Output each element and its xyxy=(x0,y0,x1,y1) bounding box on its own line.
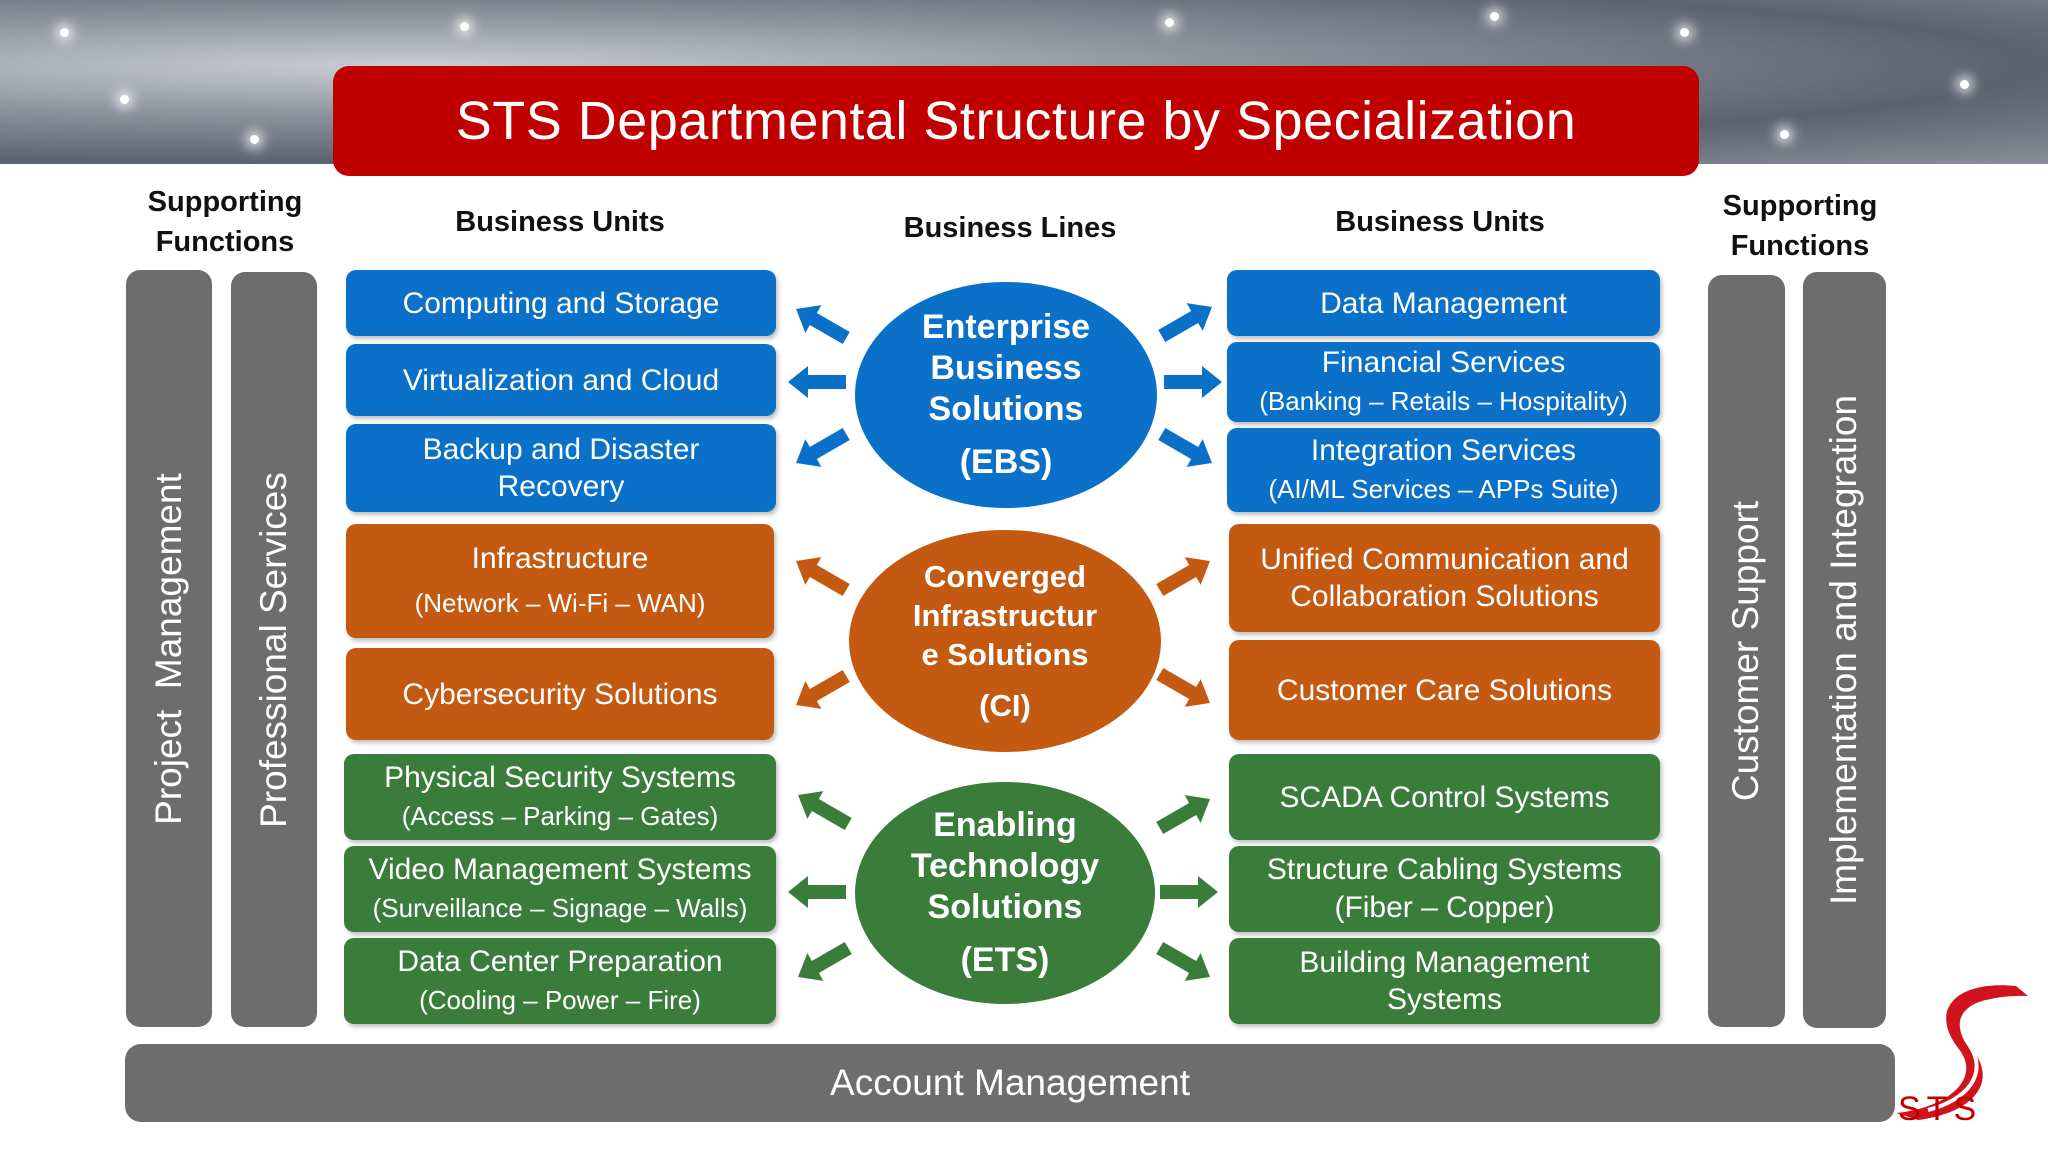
arrow-icon xyxy=(1160,876,1218,908)
arrow-icon xyxy=(1153,293,1220,350)
arrow-icon xyxy=(788,366,846,398)
unit-label: Structure Cabling Systems xyxy=(1266,852,1623,886)
unit-sublabel: (Cooling – Power – Fire) xyxy=(419,984,701,1015)
unit-label: Building Management Systems xyxy=(1299,946,1590,1016)
business-line-abbr: (EBS) xyxy=(959,443,1053,481)
unit-sublabel: (Access – Parking – Gates) xyxy=(401,800,719,831)
unit-label: Unified Communication and Collaboration … xyxy=(1260,543,1629,613)
unit-sublabel: (Surveillance – Signage – Walls) xyxy=(372,892,748,923)
unit-integration-services: Integration Services (AI/ML Services – A… xyxy=(1227,428,1660,512)
account-management-label: Account Management xyxy=(830,1062,1190,1103)
unit-financial-services: Financial Services (Banking – Retails – … xyxy=(1227,342,1660,422)
unit-sublabel: (AI/ML Services – APPs Suite) xyxy=(1268,473,1619,504)
network-node xyxy=(1680,28,1689,37)
unit-label: Integration Services xyxy=(1310,433,1577,467)
page-title: STS Departmental Structure by Specializa… xyxy=(333,66,1699,176)
unit-label: Financial Services xyxy=(1321,345,1566,379)
header-supporting-left: Supporting Functions xyxy=(147,186,303,258)
sts-logo-icon xyxy=(1896,985,2028,1120)
unit-label: Customer Care Solutions xyxy=(1276,673,1613,707)
support-bar-implementation-integration: Implementation and Integration xyxy=(1803,272,1886,1028)
support-bar-professional-services: Professional Services xyxy=(231,272,317,1027)
business-line-ci: Converged Infrastructur e Solutions (CI) xyxy=(849,530,1161,752)
unit-label: Video Management Systems xyxy=(368,852,752,886)
arrow-icon xyxy=(1151,660,1218,717)
unit-scada-control: SCADA Control Systems xyxy=(1229,754,1660,840)
arrow-icon xyxy=(788,876,846,908)
network-node xyxy=(250,135,259,144)
network-node xyxy=(1780,130,1789,139)
header-business-lines: Business Lines xyxy=(903,212,1117,244)
support-bar-customer-support: Customer Support xyxy=(1708,275,1785,1027)
network-node xyxy=(1960,80,1969,89)
business-line-name: Enterprise Business Solutions xyxy=(921,308,1091,428)
logo-text: STS xyxy=(1898,1090,1983,1128)
business-line-name: Enabling Technology Solutions xyxy=(910,806,1100,926)
business-line-abbr: (CI) xyxy=(979,688,1031,723)
unit-data-management: Data Management xyxy=(1227,270,1660,336)
unit-structure-cabling: Structure Cabling Systems (Fiber – Coppe… xyxy=(1229,846,1660,932)
support-bar-project-management: Project Management xyxy=(126,270,212,1027)
arrow-icon xyxy=(1164,366,1222,398)
arrow-icon xyxy=(788,662,855,719)
arrow-icon xyxy=(790,934,857,991)
unit-customer-care: Customer Care Solutions xyxy=(1229,640,1660,740)
unit-building-management: Building Management Systems xyxy=(1229,938,1660,1024)
arrow-icon xyxy=(1151,547,1218,604)
business-line-name: Converged Infrastructur e Solutions xyxy=(912,559,1098,672)
network-node xyxy=(460,22,469,31)
unit-label: Cybersecurity Solutions xyxy=(402,677,718,711)
unit-label: Virtualization and Cloud xyxy=(402,363,720,397)
header-units-left: Business Units xyxy=(455,206,665,238)
header-supporting-right: Supporting Functions xyxy=(1722,190,1878,262)
unit-cybersecurity: Cybersecurity Solutions xyxy=(346,648,774,740)
arrow-icon xyxy=(790,781,857,838)
network-node xyxy=(1165,18,1174,27)
unit-label: Data Center Preparation xyxy=(397,944,723,978)
unit-data-center-preparation: Data Center Preparation (Cooling – Power… xyxy=(344,938,776,1024)
unit-physical-security: Physical Security Systems (Access – Park… xyxy=(344,754,776,840)
arrow-icon xyxy=(788,547,855,604)
account-management-bar: Account Management xyxy=(125,1044,1895,1122)
network-node xyxy=(60,28,69,37)
unit-sublabel: (Fiber – Copper) xyxy=(1334,890,1555,924)
unit-label: Data Management xyxy=(1320,286,1567,320)
unit-computing-storage: Computing and Storage xyxy=(346,270,776,336)
unit-label: Backup and Disaster Recovery xyxy=(422,433,700,503)
header-units-right: Business Units xyxy=(1335,206,1545,238)
unit-label: Physical Security Systems xyxy=(384,760,736,794)
arrow-icon xyxy=(1151,785,1218,842)
business-line-ets: Enabling Technology Solutions (ETS) xyxy=(855,782,1155,1004)
unit-label: Infrastructure xyxy=(471,541,649,575)
unit-video-management: Video Management Systems (Surveillance –… xyxy=(344,846,776,932)
network-node xyxy=(120,95,129,104)
unit-sublabel: (Banking – Retails – Hospitality) xyxy=(1259,385,1628,416)
unit-label: Computing and Storage xyxy=(402,286,720,320)
arrow-icon xyxy=(1153,420,1220,477)
unit-sublabel: (Network – Wi-Fi – WAN) xyxy=(414,587,706,618)
unit-unified-communication: Unified Communication and Collaboration … xyxy=(1229,524,1660,632)
business-line-abbr: (ETS) xyxy=(960,941,1050,979)
network-node xyxy=(1490,12,1499,21)
arrow-icon xyxy=(788,420,855,477)
arrow-icon xyxy=(1151,934,1218,991)
unit-infrastructure: Infrastructure (Network – Wi-Fi – WAN) xyxy=(346,524,774,638)
arrow-icon xyxy=(788,295,855,352)
unit-backup-disaster-recovery: Backup and Disaster Recovery xyxy=(346,424,776,512)
business-line-ebs: Enterprise Business Solutions (EBS) xyxy=(855,282,1157,508)
unit-label: SCADA Control Systems xyxy=(1279,780,1610,814)
unit-virtualization-cloud: Virtualization and Cloud xyxy=(346,344,776,416)
